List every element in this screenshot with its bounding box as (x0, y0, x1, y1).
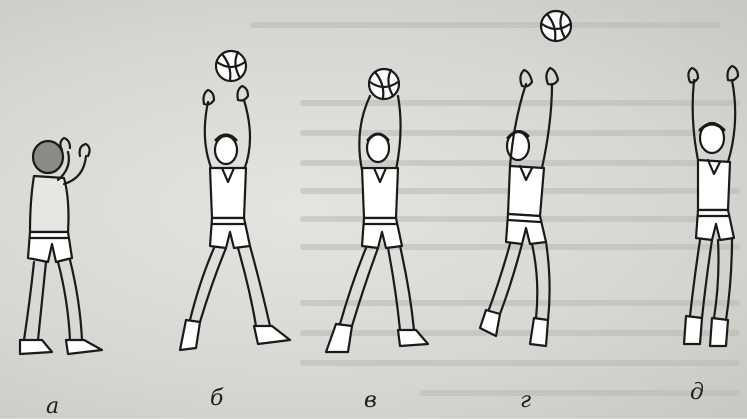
label-c: в (364, 388, 377, 413)
player-figure-e (684, 66, 738, 346)
label-e: д (690, 380, 704, 405)
player-figure-d (480, 11, 571, 346)
player-figure-c (326, 69, 428, 352)
player-figure-a (20, 138, 102, 354)
player-figure-b (180, 51, 290, 350)
label-a: а (46, 394, 59, 419)
label-b: б (210, 386, 223, 411)
label-d: г (520, 388, 531, 413)
